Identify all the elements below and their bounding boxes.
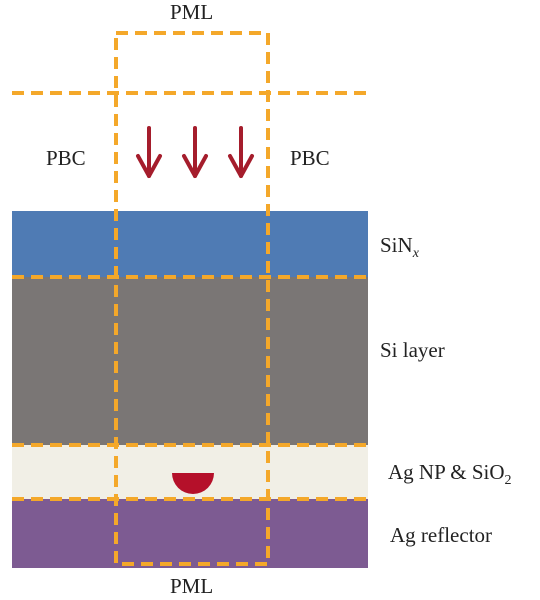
down-arrow-icon (136, 126, 162, 178)
half-disc-icon (172, 473, 214, 494)
sinx-label-sub: x (412, 246, 419, 262)
ag-np-sio2-label-main: Ag NP & SiO (388, 460, 505, 484)
pbc-left-label: PBC (46, 146, 86, 170)
sinx-label-main: SiN (380, 233, 413, 257)
down-arrow-icon (182, 126, 208, 178)
pml-top-label: PML (170, 0, 214, 24)
ag-reflector-label: Ag reflector (390, 523, 493, 547)
ag-np-sio2-label: Ag NP & SiO2 (388, 462, 512, 488)
sinx-layer (12, 211, 368, 277)
sinx-label: SiNx (380, 235, 419, 261)
pbc-right-label: PBC (290, 146, 330, 170)
pml-bottom-label: PML (170, 574, 214, 598)
ag-reflector-layer (12, 499, 368, 568)
si-layer-label: Si layer (380, 338, 445, 362)
down-arrow-icon (228, 126, 254, 178)
simulation-box-boundary (114, 31, 270, 566)
si-layer (12, 277, 368, 445)
ag-np-sio2-label-sub: 2 (504, 473, 512, 489)
